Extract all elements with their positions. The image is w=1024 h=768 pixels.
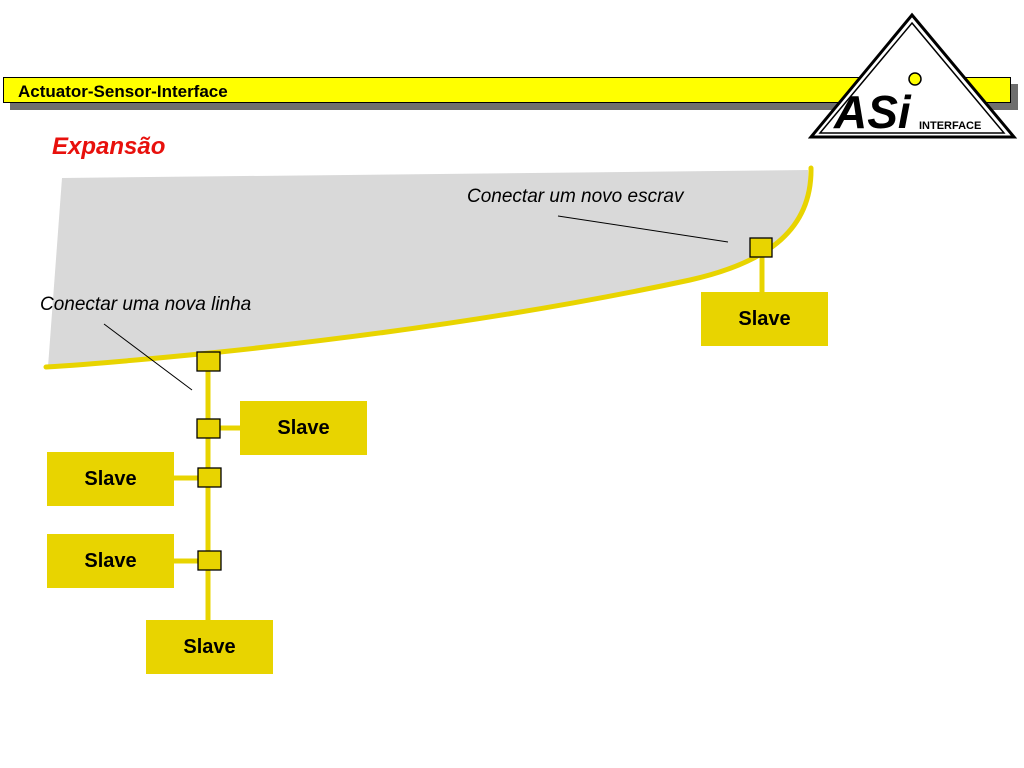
logo-yellow-dot — [908, 72, 922, 86]
connector-branch-left-1 — [197, 467, 222, 488]
expansion-area — [48, 170, 809, 367]
slave-box-branch-right: Slave — [240, 401, 367, 455]
asi-logo: ASi INTERFACE — [808, 12, 1018, 139]
callout-new-slave: Conectar um novo escrav — [467, 186, 684, 207]
connector-branch-left-2 — [197, 550, 222, 571]
connector-new-line — [196, 351, 221, 372]
callout-new-line: Conectar uma nova linha — [40, 294, 252, 315]
slave-box-right: Slave — [701, 292, 828, 346]
slide-title: Expansão — [52, 133, 166, 160]
connector-new-slave — [749, 237, 773, 258]
header-banner-title: Actuator-Sensor-Interface — [18, 82, 228, 101]
callout-leader-new-line — [103, 323, 193, 391]
slave-box-branch-left-2: Slave — [47, 534, 174, 588]
slave-box-bottom: Slave — [146, 620, 273, 674]
slave-box-branch-left-1: Slave — [47, 452, 174, 506]
connector-branch-right — [196, 418, 221, 439]
logo-sub-text: INTERFACE — [919, 120, 981, 132]
callout-leader-new-slave — [557, 215, 729, 243]
logo-main-text: ASi — [833, 86, 912, 138]
logo-triangle-inner — [818, 21, 1006, 134]
